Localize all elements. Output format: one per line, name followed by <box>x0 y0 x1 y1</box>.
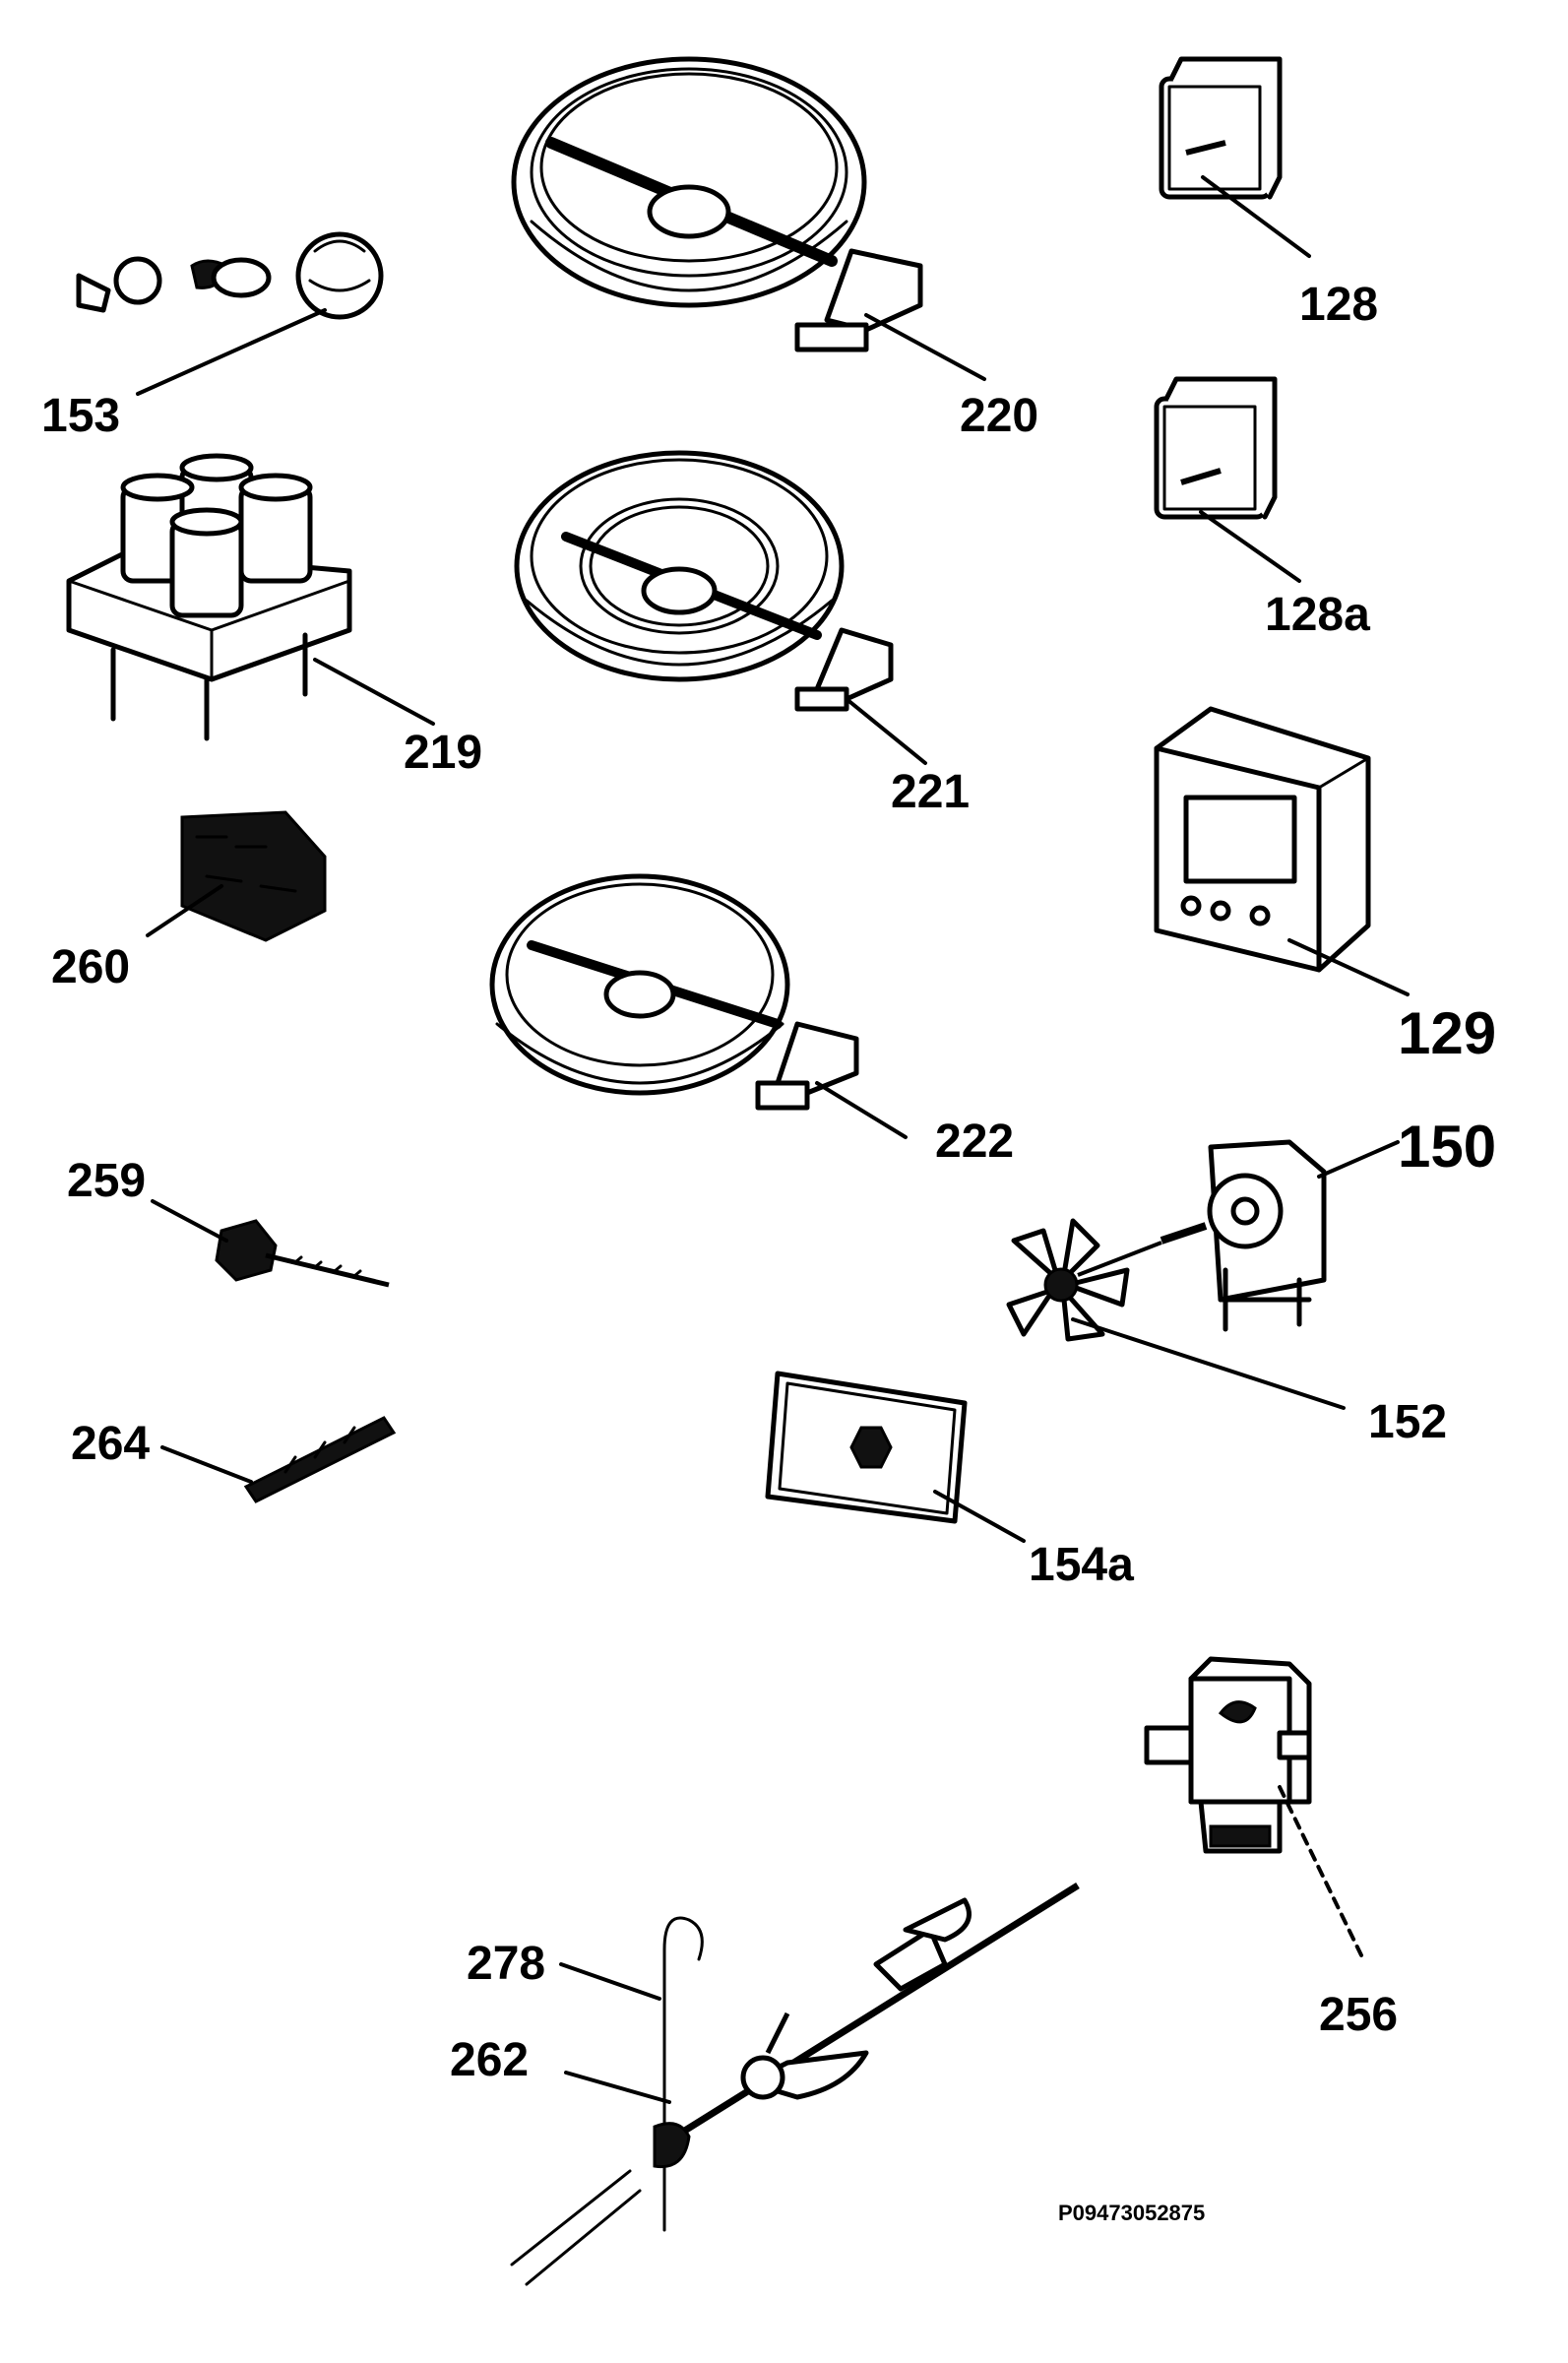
part-259-thermostat <box>215 1219 390 1288</box>
label-153: 153 <box>41 390 120 442</box>
part-260-terminal-block <box>180 810 327 942</box>
leader-152 <box>1071 1317 1346 1410</box>
label-128a: 128a <box>1265 589 1370 641</box>
leader-259 <box>151 1199 228 1243</box>
label-220: 220 <box>960 390 1038 442</box>
part-128-switch <box>1159 56 1283 200</box>
part-219-switch-block <box>66 453 352 741</box>
label-129: 129 <box>1398 1000 1496 1066</box>
part-256-grill-motor <box>1144 1656 1312 1854</box>
part-152-fan-blade <box>1006 1218 1162 1342</box>
leader-222 <box>815 1081 908 1139</box>
label-278: 278 <box>467 1938 545 1990</box>
label-154a: 154a <box>1029 1539 1134 1591</box>
leader-278 <box>559 1962 661 2001</box>
leader-128 <box>1201 175 1311 258</box>
leader-153 <box>136 308 327 396</box>
leader-220 <box>864 313 986 381</box>
part-262-rotisserie-spit <box>510 1883 1080 2286</box>
part-153-lamp <box>76 231 384 320</box>
leader-219 <box>313 658 435 726</box>
label-259: 259 <box>67 1155 146 1207</box>
part-264-sensor <box>243 1416 397 1503</box>
label-128: 128 <box>1299 279 1378 331</box>
leader-262 <box>564 2071 671 2104</box>
part-278-rotisserie-handle <box>662 1916 704 2232</box>
part-222-small-hotplate <box>489 873 859 1111</box>
label-262: 262 <box>450 2034 529 2086</box>
label-219: 219 <box>404 727 482 779</box>
part-220-hotplate <box>511 56 923 352</box>
label-150: 150 <box>1398 1114 1496 1180</box>
drawing-code: P09473052875 <box>1058 2201 1205 2225</box>
leader-154a <box>933 1490 1026 1543</box>
leader-260 <box>146 884 223 937</box>
leader-256 <box>1278 1785 1365 1961</box>
part-128a-switch <box>1154 376 1278 520</box>
label-264: 264 <box>71 1418 150 1470</box>
leader-221 <box>845 697 927 765</box>
label-260: 260 <box>51 941 130 993</box>
part-129-timer <box>1154 706 1371 973</box>
leader-150 <box>1317 1140 1400 1179</box>
part-154a-lamp-glass <box>765 1371 968 1524</box>
leader-264 <box>160 1445 253 1484</box>
leader-128a <box>1199 510 1301 583</box>
label-256: 256 <box>1319 1989 1398 2041</box>
label-152: 152 <box>1368 1396 1447 1448</box>
label-222: 222 <box>935 1116 1014 1168</box>
part-221-dual-hotplate <box>514 450 894 712</box>
part-150-fan-motor <box>1160 1139 1327 1332</box>
leader-129 <box>1287 938 1410 996</box>
label-221: 221 <box>891 766 970 818</box>
